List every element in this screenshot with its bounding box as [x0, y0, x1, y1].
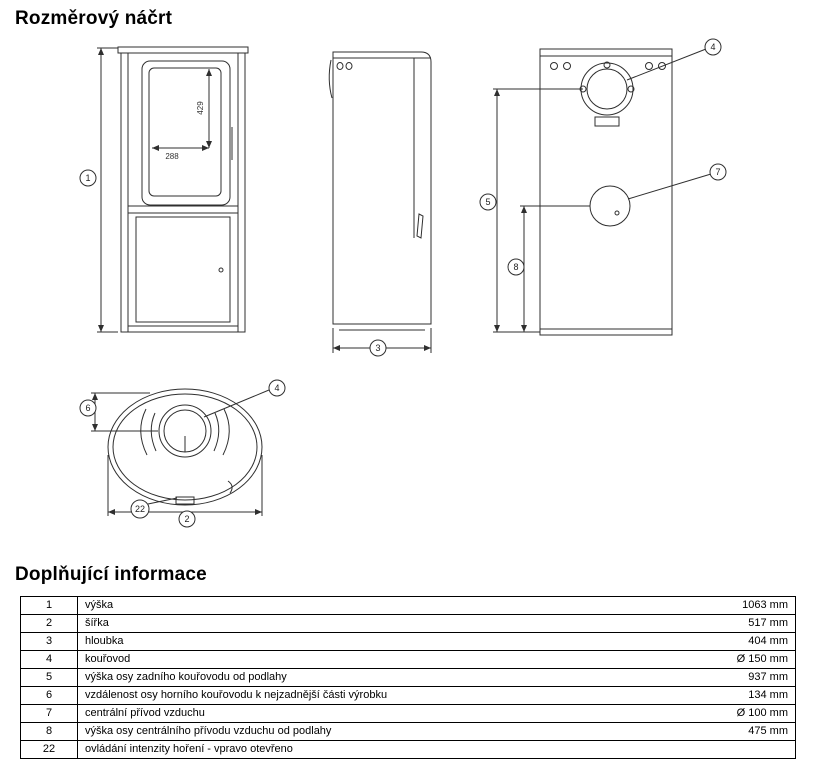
- svg-text:7: 7: [715, 167, 720, 177]
- row-label: výška osy centrálního přívodu vzduchu od…: [85, 725, 332, 737]
- top-view: [107, 388, 263, 506]
- balloon-width: 2: [178, 510, 196, 528]
- dimension-drawing: 288 429 1 3: [79, 38, 727, 528]
- front-view: [117, 46, 249, 333]
- row-value: 1063 mm: [742, 599, 788, 611]
- row-number: 4: [21, 651, 78, 668]
- svg-text:22: 22: [135, 504, 145, 514]
- drawing-title: Rozměrový náčrt: [15, 8, 173, 29]
- row-number: 7: [21, 705, 78, 722]
- table-row: 22 ovládání intenzity hoření - vpravo ot…: [21, 741, 795, 758]
- balloon-air-inlet: 7: [709, 163, 727, 181]
- row-value: 475 mm: [748, 725, 788, 737]
- info-table: 1 výška 1063 mm 2 šířka 517 mm 3 hloubka 40…: [20, 596, 796, 759]
- row-label: výška osy zadního kouřovodu od podlahy: [85, 671, 287, 683]
- svg-text:3: 3: [375, 343, 380, 353]
- front-dimensions: 288 429 1: [79, 47, 212, 333]
- glass-height-dim: 429: [196, 101, 205, 115]
- row-value: 517 mm: [748, 617, 788, 629]
- row-number: 2: [21, 615, 78, 632]
- balloon-height: 1: [79, 169, 97, 187]
- svg-text:8: 8: [513, 262, 518, 272]
- table-row: 8 výška osy centrálního přívodu vzduchu …: [21, 723, 795, 741]
- side-view: [328, 51, 432, 331]
- balloon-air-inlet-height: 8: [507, 258, 525, 276]
- table-row: 2 šířka 517 mm: [21, 615, 795, 633]
- side-dimensions: 3: [332, 328, 432, 357]
- row-label: centrální přívod vzduchu: [85, 707, 205, 719]
- row-value: 937 mm: [748, 671, 788, 683]
- balloon-flue-top: 4: [268, 379, 286, 397]
- row-number: 6: [21, 687, 78, 704]
- table-row: 3 hloubka 404 mm: [21, 633, 795, 651]
- svg-text:6: 6: [85, 403, 90, 413]
- row-value: 404 mm: [748, 635, 788, 647]
- row-label: ovládání intenzity hoření - vpravo otevř…: [85, 743, 293, 755]
- row-label: šířka: [85, 617, 109, 629]
- svg-text:1: 1: [85, 173, 90, 183]
- balloon-depth: 3: [369, 339, 387, 357]
- row-label: vzdálenost osy horního kouřovodu k nejza…: [85, 689, 388, 701]
- row-value: Ø 150 mm: [736, 653, 788, 665]
- row-number: 5: [21, 669, 78, 686]
- svg-text:2: 2: [184, 514, 189, 524]
- row-number: 22: [21, 741, 78, 758]
- svg-text:5: 5: [485, 197, 490, 207]
- row-number: 3: [21, 633, 78, 650]
- table-row: 5 výška osy zadního kouřovodu od podlahy…: [21, 669, 795, 687]
- table-row: 4 kouřovod Ø 150 mm: [21, 651, 795, 669]
- svg-text:4: 4: [710, 42, 715, 52]
- table-row: 1 výška 1063 mm: [21, 597, 795, 615]
- table-row: 6 vzdálenost osy horního kouřovodu k nej…: [21, 687, 795, 705]
- balloon-rear-flue-height: 5: [479, 193, 497, 211]
- balloon-top-flue-offset: 6: [79, 399, 97, 417]
- row-label: hloubka: [85, 635, 124, 647]
- row-number: 1: [21, 597, 78, 614]
- info-title: Doplňující informace: [15, 564, 207, 585]
- row-value: 134 mm: [748, 689, 788, 701]
- balloon-burn-control: 22: [130, 499, 150, 519]
- svg-text:4: 4: [274, 383, 279, 393]
- balloon-flue: 4: [704, 38, 722, 56]
- row-value: Ø 100 mm: [736, 707, 788, 719]
- row-label: kouřovod: [85, 653, 131, 665]
- table-row: 7 centrální přívod vzduchu Ø 100 mm: [21, 705, 795, 723]
- top-dimensions: 4 6 2 22: [79, 379, 286, 528]
- rear-dimensions: 4 7 5 8: [479, 38, 727, 333]
- row-label: výška: [85, 599, 114, 611]
- row-number: 8: [21, 723, 78, 740]
- glass-width-dim: 288: [165, 152, 179, 161]
